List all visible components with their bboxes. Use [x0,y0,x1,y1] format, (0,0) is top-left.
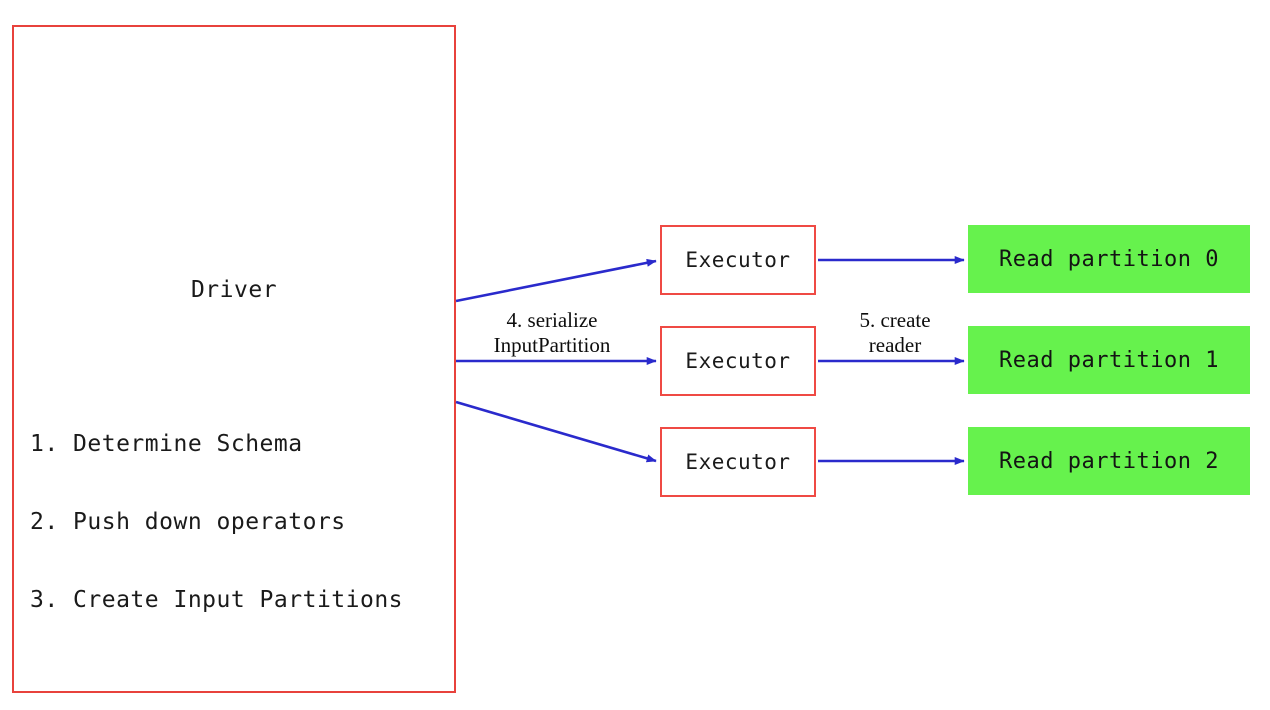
driver-step-3: 3. Create Input Partitions [30,587,404,613]
executor-box-1: Executor [660,326,816,396]
read-partition-box-2: Read partition 2 [968,427,1250,495]
create-reader-arrow-label: 5. create reader [828,308,962,358]
driver-step-1: 1. Determine Schema [30,431,303,457]
read-partition-box-0: Read partition 0 [968,225,1250,293]
driver-title: Driver [190,277,278,303]
executor-box-0: Executor [660,225,816,295]
driver-steps-list: 1. Determine Schema 2. Push down operato… [30,379,403,665]
arrow-driver-to-executor-0 [455,258,657,303]
driver-step-2: 2. Push down operators [30,509,346,535]
read-partition-box-1: Read partition 1 [968,326,1250,394]
serialize-label-line-1: 4. serialize [506,308,598,332]
create-label-line-1: 5. create [859,308,931,332]
create-label-line-2: reader [868,333,922,357]
serialize-arrow-label: 4. serialize InputPartition [466,308,638,358]
arrow-driver-to-executor-2 [455,400,657,463]
serialize-label-line-2: InputPartition [493,333,611,357]
driver-box: Driver 1. Determine Schema 2. Push down … [12,25,456,693]
executor-box-2: Executor [660,427,816,497]
